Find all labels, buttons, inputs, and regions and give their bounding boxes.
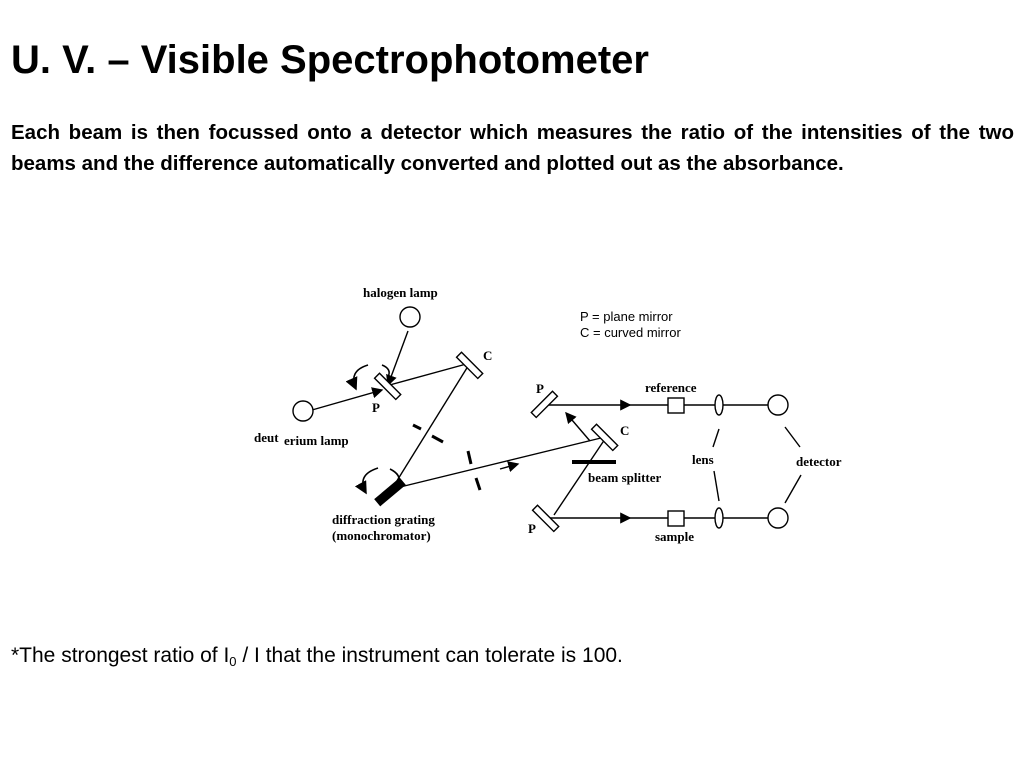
detectors bbox=[767, 394, 802, 529]
reference-cell bbox=[667, 397, 685, 414]
cells bbox=[667, 397, 685, 527]
label-deuterium-lamp-b: erium lamp bbox=[284, 433, 349, 448]
label-c-right: C bbox=[620, 423, 629, 438]
footnote-suffix: / I that the instrument can tolerate is … bbox=[236, 644, 623, 667]
label-reference: reference bbox=[645, 380, 697, 395]
plane-mirror-p1 bbox=[373, 372, 402, 401]
lamps bbox=[292, 306, 421, 422]
deuterium-lamp-bulb bbox=[292, 400, 314, 422]
curved-mirror-c1 bbox=[455, 351, 484, 380]
detector-sample bbox=[767, 507, 789, 529]
slits bbox=[412, 423, 482, 491]
lens-sample bbox=[714, 507, 724, 529]
label-monochromator: (monochromator) bbox=[332, 528, 431, 543]
plane-mirror-p3 bbox=[531, 504, 560, 533]
footnote: *The strongest ratio of I0 / I that the … bbox=[11, 642, 623, 670]
halogen-lamp-bulb bbox=[399, 306, 421, 328]
lens-reference bbox=[714, 394, 724, 416]
lenses bbox=[712, 394, 724, 529]
legend-curved-mirror: C = curved mirror bbox=[580, 325, 681, 340]
footnote-subscript: 0 bbox=[229, 654, 237, 669]
label-sample: sample bbox=[655, 529, 694, 544]
mirrors bbox=[373, 351, 619, 533]
label-p-bottom: P bbox=[528, 521, 536, 536]
label-detector: detector bbox=[796, 454, 842, 469]
sample-cell bbox=[667, 510, 685, 527]
detector-reference bbox=[767, 394, 789, 416]
label-c-top: C bbox=[483, 348, 492, 363]
body-paragraph: Each beam is then focussed onto a detect… bbox=[11, 121, 1014, 175]
label-beam-splitter: beam splitter bbox=[588, 470, 662, 485]
diffraction-grating bbox=[374, 477, 406, 507]
label-p-top-right: P bbox=[536, 381, 544, 396]
label-diffraction-grating: diffraction grating bbox=[332, 512, 435, 527]
label-lens: lens bbox=[692, 452, 714, 467]
spectrophotometer-diagram: halogen lamp deut erium lamp diffraction… bbox=[254, 285, 842, 544]
slide-title: U. V. – Visible Spectrophotometer bbox=[11, 38, 649, 82]
curved-mirror-c2 bbox=[590, 423, 619, 452]
legend-plane-mirror: P = plane mirror bbox=[580, 309, 673, 324]
footnote-prefix: *The strongest ratio of I bbox=[11, 644, 230, 667]
label-deuterium-lamp-a: deut bbox=[254, 430, 279, 445]
rotation-arrows bbox=[345, 364, 400, 495]
label-halogen-lamp: halogen lamp bbox=[363, 285, 438, 300]
beam-paths bbox=[311, 330, 768, 524]
plane-mirror-p2 bbox=[530, 390, 559, 419]
label-p-top-left: P bbox=[372, 400, 380, 415]
